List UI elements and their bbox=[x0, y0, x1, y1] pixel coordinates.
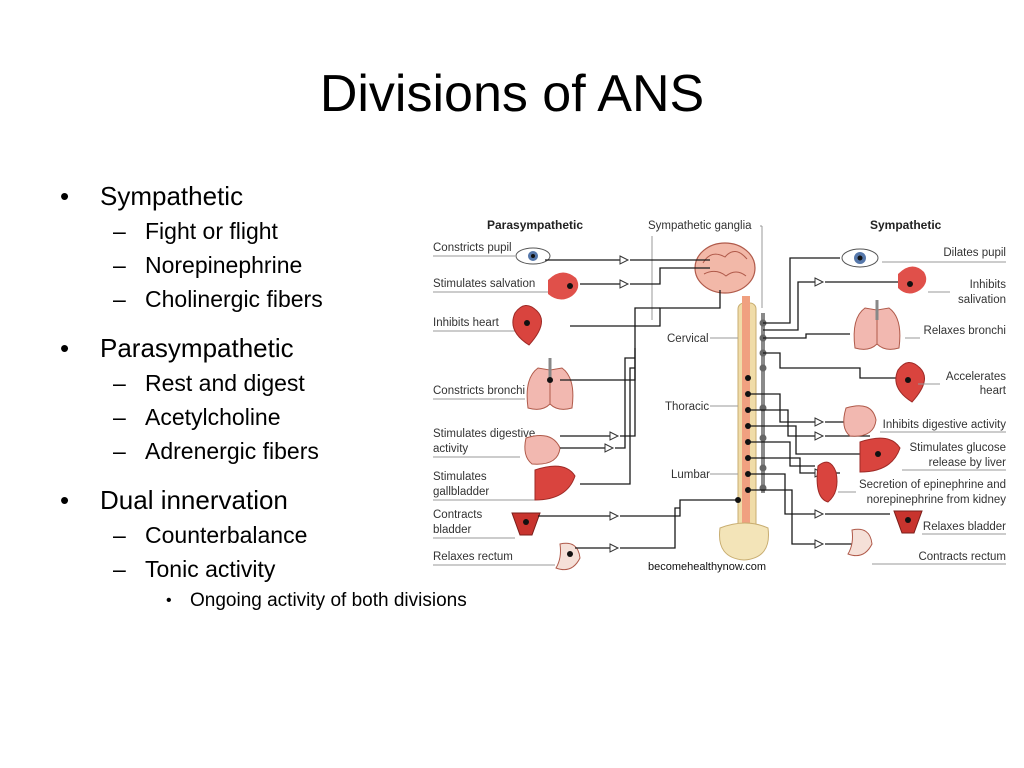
lungs-icon bbox=[853, 300, 901, 350]
label-salivation: salivation bbox=[958, 294, 1006, 306]
label-stimulates-digestive: Stimulates digestive bbox=[433, 428, 535, 440]
label-inhibits-digestive-activity: Inhibits digestive activity bbox=[883, 419, 1007, 431]
rectum-icon bbox=[847, 528, 873, 557]
sub-sub-bullet: Ongoing activity of both divisions bbox=[58, 586, 538, 616]
bladder-icon bbox=[893, 510, 923, 534]
label-stimulates-glucose: Stimulates glucose bbox=[909, 442, 1006, 454]
bullet-group-sympathetic: Sympathetic Fight or flight Norepinephri… bbox=[58, 178, 538, 316]
label-secretion-epinephrine: Secretion of epinephrine and bbox=[859, 479, 1006, 491]
sub-bullet: Acetylcholine bbox=[58, 400, 538, 434]
label-gallbladder: gallbladder bbox=[433, 486, 489, 498]
region-thoracic: Thoracic bbox=[665, 401, 709, 413]
slide-title: Divisions of ANS bbox=[319, 65, 705, 123]
bullet-list: Sympathetic Fight or flight Norepinephri… bbox=[58, 178, 538, 630]
sub-bullet: Tonic activity bbox=[58, 552, 538, 586]
label-constricts-pupil: Constricts pupil bbox=[433, 242, 512, 254]
sub-bullet: Norepinephrine bbox=[58, 248, 538, 282]
salivary-gland-icon bbox=[548, 272, 579, 300]
label-stimulates-salivation: Stimulates salvation bbox=[433, 278, 535, 290]
salivary-gland-icon bbox=[898, 266, 927, 294]
ans-diagram: Parasympathetic Sympathetic ganglia Symp… bbox=[433, 218, 1007, 573]
header-parasympathetic: Parasympathetic bbox=[487, 218, 583, 232]
region-lumbar: Lumbar bbox=[671, 469, 710, 481]
stomach-icon bbox=[524, 435, 561, 465]
label-heart: heart bbox=[980, 385, 1007, 397]
bladder-icon bbox=[511, 512, 541, 536]
heart-icon bbox=[512, 305, 542, 346]
stomach-icon bbox=[843, 405, 877, 437]
sub-bullet: Cholinergic fibers bbox=[58, 282, 538, 316]
liver-icon bbox=[534, 465, 576, 501]
label-contracts-rectum: Contracts rectum bbox=[918, 551, 1006, 563]
label-inhibits: Inhibits bbox=[970, 279, 1007, 291]
label-norepinephrine-kidney: norepinephrine from kidney bbox=[867, 494, 1007, 506]
label-bladder: bladder bbox=[433, 524, 472, 536]
label-accelerates: Accelerates bbox=[946, 371, 1006, 383]
lungs-icon bbox=[526, 358, 574, 410]
header-sympathetic-ganglia: Sympathetic ganglia bbox=[648, 220, 752, 232]
liver-icon bbox=[859, 437, 901, 473]
sub-bullet: Adrenergic fibers bbox=[58, 434, 538, 468]
sub-bullet: Rest and digest bbox=[58, 366, 538, 400]
rectum-icon bbox=[555, 542, 581, 571]
bullet-group-parasympathetic: Parasympathetic Rest and digest Acetylch… bbox=[58, 330, 538, 468]
label-stimulates: Stimulates bbox=[433, 471, 487, 483]
heart-icon bbox=[895, 362, 925, 403]
bullet-sympathetic: Sympathetic bbox=[58, 178, 538, 214]
label-release-by-liver: release by liver bbox=[929, 457, 1007, 469]
label-digestive-activity: activity bbox=[433, 443, 468, 455]
region-cervical: Cervical bbox=[667, 333, 709, 345]
label-relaxes-rectum: Relaxes rectum bbox=[433, 551, 513, 563]
label-contracts: Contracts bbox=[433, 509, 482, 521]
kidney-icon bbox=[816, 461, 838, 503]
spinal-column bbox=[719, 296, 769, 561]
parasympathetic-pathways bbox=[538, 255, 741, 553]
eye-icon bbox=[515, 247, 551, 265]
image-credit: becomehealthynow.com bbox=[648, 561, 766, 573]
bullet-group-dual: Dual innervation Counterbalance Tonic ac… bbox=[58, 482, 538, 616]
bullet-parasympathetic: Parasympathetic bbox=[58, 330, 538, 366]
eye-icon bbox=[841, 248, 879, 268]
sub-bullet: Counterbalance bbox=[58, 518, 538, 552]
label-relaxes-bronchi: Relaxes bronchi bbox=[924, 325, 1006, 337]
label-constricts-bronchi: Constricts bronchi bbox=[433, 385, 525, 397]
label-dilates-pupil: Dilates pupil bbox=[943, 247, 1006, 259]
label-relaxes-bladder: Relaxes bladder bbox=[923, 521, 1006, 533]
bullet-dual-innervation: Dual innervation bbox=[58, 482, 538, 518]
header-sympathetic: Sympathetic bbox=[870, 218, 942, 232]
sub-bullet: Fight or flight bbox=[58, 214, 538, 248]
label-inhibits-heart: Inhibits heart bbox=[433, 317, 500, 329]
